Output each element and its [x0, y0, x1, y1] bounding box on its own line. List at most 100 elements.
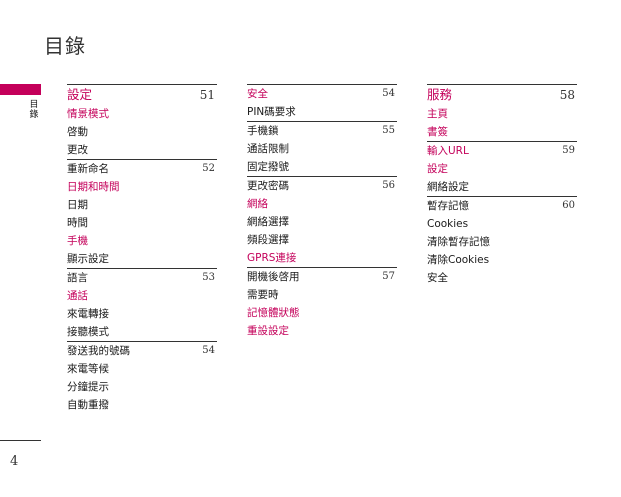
toc-entry-label: 語言	[67, 272, 88, 284]
toc-entry: 設定	[427, 160, 577, 178]
toc-entry-label: 分鐘提示	[67, 381, 109, 393]
toc-entry-label: PIN碼要求	[247, 106, 296, 118]
toc-entry: 安全	[427, 269, 577, 287]
toc-entry-label: 清除暫存記憶	[427, 236, 490, 248]
toc-entry-label: 通話	[67, 290, 88, 302]
toc-entry-label: 顯示設定	[67, 253, 109, 265]
toc-entry: 設定 51	[67, 84, 217, 105]
toc-entry-label: 接聽模式	[67, 326, 109, 338]
toc-entry: 網絡選擇	[247, 213, 397, 231]
toc-entry: 來電轉接	[67, 305, 217, 323]
toc-entry: 通話限制	[247, 140, 397, 158]
toc-entry: 語言 53	[67, 268, 217, 287]
footer-rule	[0, 440, 41, 441]
toc-entry: 情景模式	[67, 105, 217, 123]
toc-entry: 重新命名 52	[67, 159, 217, 178]
toc-entry-label: 書簽	[427, 126, 448, 138]
toc-entry: 手機鎖 55	[247, 121, 397, 140]
toc-entry: 接聽模式	[67, 323, 217, 341]
toc-entry: 日期	[67, 196, 217, 214]
toc-entry: 清除暫存記憶	[427, 233, 577, 251]
toc-entry: 網絡	[247, 195, 397, 213]
toc-entry-label: 設定	[67, 87, 93, 102]
toc-entry-label: 手機	[67, 235, 88, 247]
toc-entry: 網絡設定	[427, 178, 577, 196]
toc-entry: 發送我的號碼 54	[67, 341, 217, 360]
toc-entry: 頻段選擇	[247, 231, 397, 249]
toc-entry-label: 更改	[67, 144, 88, 156]
toc-entry-label: 記憶體狀態	[247, 307, 300, 319]
toc-entry: 主頁	[427, 105, 577, 123]
toc-page-number: 57	[382, 271, 395, 282]
toc-column-1: 設定 51 情景模式啓動更改重新命名 52 日期和時間日期時間手機顯示設定語言 53 通話來…	[67, 84, 217, 414]
toc-entry: 清除Cookies	[427, 251, 577, 269]
side-tab-label: 目錄	[29, 100, 39, 120]
toc-entry-label: 安全	[427, 272, 448, 284]
toc-entry: 自動重撥	[67, 396, 217, 414]
toc-entry: GPRS連接	[247, 249, 397, 267]
toc-entry: 通話	[67, 287, 217, 305]
toc-entry-label: 網絡設定	[427, 181, 469, 193]
toc-entry-label: 服務	[427, 87, 453, 102]
toc-entry-label: 安全	[247, 88, 268, 100]
toc-page-number: 58	[559, 88, 575, 102]
toc-entry-label: 需要時	[247, 289, 279, 301]
toc-entry-label: 日期	[67, 199, 88, 211]
toc-page-number: 60	[562, 200, 575, 211]
toc-entry: 暫存記憶 60	[427, 196, 577, 215]
toc-entry-label: 手機鎖	[247, 125, 279, 137]
toc-entry: 安全 54	[247, 84, 397, 103]
toc-entry: 時間	[67, 214, 217, 232]
side-tab-bar	[0, 84, 41, 95]
toc-entry-label: 輸入URL	[427, 145, 469, 157]
toc-entry-label: 來電等候	[67, 363, 109, 375]
toc-entry: 日期和時間	[67, 178, 217, 196]
toc-entry-label: 網絡	[247, 198, 268, 210]
toc-entry-label: 清除Cookies	[427, 254, 490, 266]
toc-entry-label: 情景模式	[67, 108, 109, 120]
toc-entry-label: 主頁	[427, 108, 448, 120]
toc-entry: 手機	[67, 232, 217, 250]
toc-entry-label: GPRS連接	[247, 252, 297, 264]
toc-entry-label: 網絡選擇	[247, 216, 289, 228]
toc-entry: 固定撥號	[247, 158, 397, 176]
toc-page-number: 54	[382, 88, 395, 99]
toc-entry-label: 來電轉接	[67, 308, 109, 320]
toc-entry-label: 設定	[427, 163, 448, 175]
toc-entry: 重設設定	[247, 322, 397, 340]
toc-page-number: 51	[199, 88, 215, 102]
toc-entry: 需要時	[247, 286, 397, 304]
page-title: 目錄	[44, 34, 86, 58]
toc-entry: 書簽	[427, 123, 577, 141]
toc-page-number: 52	[202, 163, 215, 174]
toc-entry: 啓動	[67, 123, 217, 141]
toc-entry-label: 時間	[67, 217, 88, 229]
toc-entry-label: 暫存記憶	[427, 200, 469, 212]
toc-entry-label: 重設設定	[247, 325, 289, 337]
toc-entry-label: 自動重撥	[67, 399, 109, 411]
toc-page-number: 54	[202, 345, 215, 356]
toc-entry-label: 啓動	[67, 126, 88, 138]
toc-entry: 記憶體狀態	[247, 304, 397, 322]
toc-page-number: 53	[202, 272, 215, 283]
toc-entry-label: 發送我的號碼	[67, 345, 130, 357]
toc-entry-label: 固定撥號	[247, 161, 289, 173]
toc-entry-label: 更改密碼	[247, 180, 289, 192]
toc-entry-label: 頻段選擇	[247, 234, 289, 246]
toc-entry: PIN碼要求	[247, 103, 397, 121]
toc-entry-label: 通話限制	[247, 143, 289, 155]
toc-entry-label: 開機後啓用	[247, 271, 300, 283]
toc-entry: 分鐘提示	[67, 378, 217, 396]
toc-entry: 顯示設定	[67, 250, 217, 268]
toc-entry: 更改密碼 56	[247, 176, 397, 195]
page-number: 4	[10, 454, 19, 469]
toc-page-number: 56	[382, 180, 395, 191]
toc-entry: 開機後啓用 57	[247, 267, 397, 286]
toc-page-number: 55	[382, 125, 395, 136]
toc-entry: Cookies	[427, 215, 577, 233]
toc-entry-label: 重新命名	[67, 163, 109, 175]
toc-entry: 來電等候	[67, 360, 217, 378]
